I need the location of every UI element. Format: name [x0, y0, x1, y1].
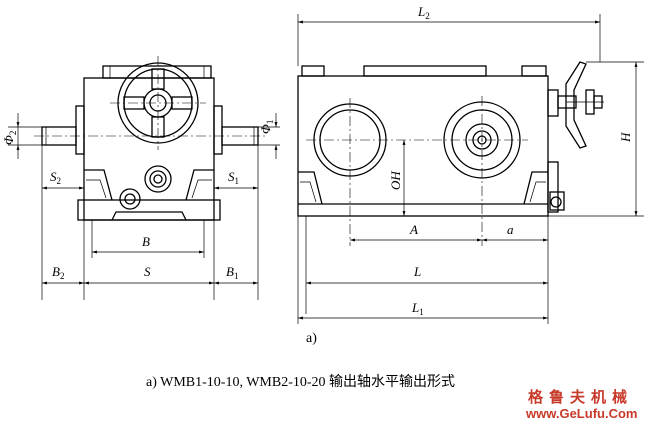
- label-l2: L2: [417, 4, 430, 21]
- label-phi2: Φ2: [1, 131, 18, 145]
- label-a-upper: A: [409, 222, 418, 237]
- watermark-url: www.GeLufu.Com: [525, 406, 637, 421]
- label-s: S: [144, 264, 151, 279]
- watermark-brand: 格鲁夫机械: [528, 388, 633, 406]
- label-l: L: [413, 264, 421, 279]
- front-view: [297, 61, 604, 246]
- side-view: [34, 56, 268, 221]
- dimension-labels: Φ2 Φ1 S2 S1 B B2 S B1 L2 H OH A a L L1: [1, 4, 633, 317]
- label-s2: S2: [50, 169, 61, 186]
- watermark: 格鲁夫机械 www.GeLufu.Com: [525, 388, 637, 421]
- label-b: B: [142, 234, 150, 249]
- label-b2: B2: [52, 264, 64, 281]
- label-phi1: Φ1: [258, 120, 275, 134]
- figure-caption: a) WMB1-10-10, WMB2-10-20 输出轴水平输出形式: [146, 374, 455, 390]
- label-b1: B1: [226, 264, 238, 281]
- label-s1: S1: [228, 169, 239, 186]
- label-a-lower: a: [507, 222, 514, 237]
- label-l1: L1: [411, 300, 424, 317]
- figure-sub-label: a): [306, 331, 317, 346]
- dimension-lines: [8, 14, 644, 324]
- label-h: H: [618, 132, 633, 143]
- label-oh: OH: [388, 171, 403, 190]
